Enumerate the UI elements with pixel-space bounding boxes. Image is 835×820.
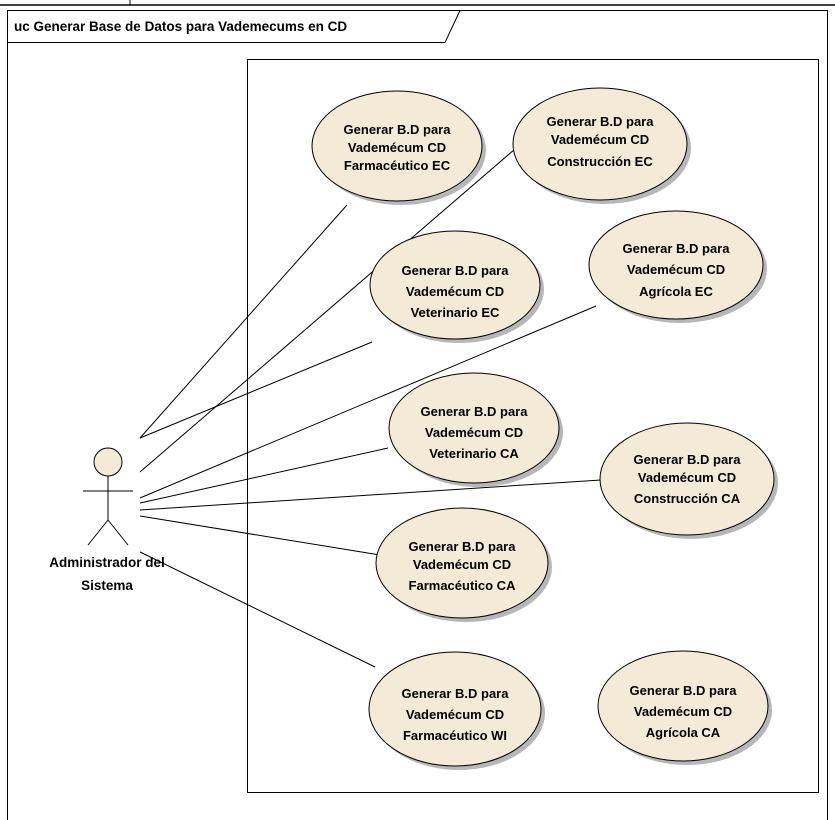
association-agr-ec [139,305,597,499]
association-farm-wi [139,551,376,668]
use-case-label: Construcción EC [547,154,653,169]
association-lines [139,142,602,668]
use-case-ellipse [369,230,541,340]
use-case-label: Vademécum CD [406,284,504,299]
use-case-label: Generar B.D para [344,122,452,137]
use-case-label: Construcción CA [634,491,741,506]
use-case-label: Vademécum CD [627,262,725,277]
use-case-ellipse [375,507,549,619]
use-case-label: Farmacéutico WI [403,728,507,743]
frame-title-tab [7,10,461,43]
actor-administrador[interactable]: Administrador del Sistema [49,447,165,593]
use-case-agr-ec[interactable]: Generar B.D para Vademécum CD Agrícola E… [588,210,767,323]
association-farm-ca [139,515,381,556]
use-case-ellipse [588,210,764,320]
association-farm-ec [139,204,348,439]
use-case-ellipse [388,372,560,484]
use-case-label: Generar B.D para [623,241,731,256]
association-vet-ec [139,341,373,439]
use-case-label: Generar B.D para [409,539,517,554]
use-case-vet-ec[interactable]: Generar B.D para Vademécum CD Veterinari… [369,230,544,343]
use-case-ellipse [597,650,769,762]
use-case-vet-ca[interactable]: Generar B.D para Vademécum CD Veterinari… [388,372,563,487]
use-case-label: Vademécum CD [413,557,511,572]
use-case-ellipse [368,651,542,767]
association-cons-ca [139,479,602,511]
actor-left-leg [87,519,109,546]
actor-head [93,447,123,477]
use-case-label: Veterinario EC [411,305,500,320]
actor-label-line-1: Administrador del [49,555,165,570]
use-case-label: Vademécum CD [406,707,504,722]
use-case-ellipse [599,422,775,536]
use-case-label: Agrícola EC [639,284,713,299]
use-case-farm-ec[interactable]: Generar B.D para Vademécum CD Farmacéuti… [311,90,486,205]
use-case-label: Farmacéutico EC [344,158,451,173]
use-case-label: Generar B.D para [402,686,510,701]
association-vet-ca [139,447,389,504]
use-case-cons-ec[interactable]: Generar B.D para Vademécum CD Construcci… [512,87,691,204]
use-case-farm-wi[interactable]: Generar B.D para Vademécum CD Farmacéuti… [368,651,545,770]
use-case-label: Veterinario CA [429,446,519,461]
use-case-agr-ca[interactable]: Generar B.D para Vademécum CD Agrícola C… [597,650,772,765]
use-case-label: Vademécum CD [638,470,736,485]
use-case-label: Generar B.D para [630,683,738,698]
use-case-label: Generar B.D para [547,114,655,129]
actor-label-line-2: Sistema [81,578,133,593]
use-case-label: Vademécum CD [348,140,446,155]
use-case-cons-ca[interactable]: Generar B.D para Vademécum CD Construcci… [599,422,778,539]
use-case-label: Vademécum CD [634,704,732,719]
actor-right-leg [107,519,129,546]
use-case-label: Farmacéutico CA [409,578,517,593]
use-case-label: Generar B.D para [402,263,510,278]
use-case-ellipse [512,87,688,201]
use-case-label: Generar B.D para [634,452,742,467]
use-case-label: Generar B.D para [421,404,529,419]
frame-title: uc Generar Base de Datos para Vademecums… [14,19,347,34]
association-cons-ec [139,142,523,473]
use-case-label: Agrícola CA [646,725,721,740]
use-case-ellipse [311,90,483,202]
use-case-label: Vademécum CD [425,425,523,440]
use-case-farm-ca[interactable]: Generar B.D para Vademécum CD Farmacéuti… [375,507,552,622]
use-case-label: Vademécum CD [551,132,649,147]
